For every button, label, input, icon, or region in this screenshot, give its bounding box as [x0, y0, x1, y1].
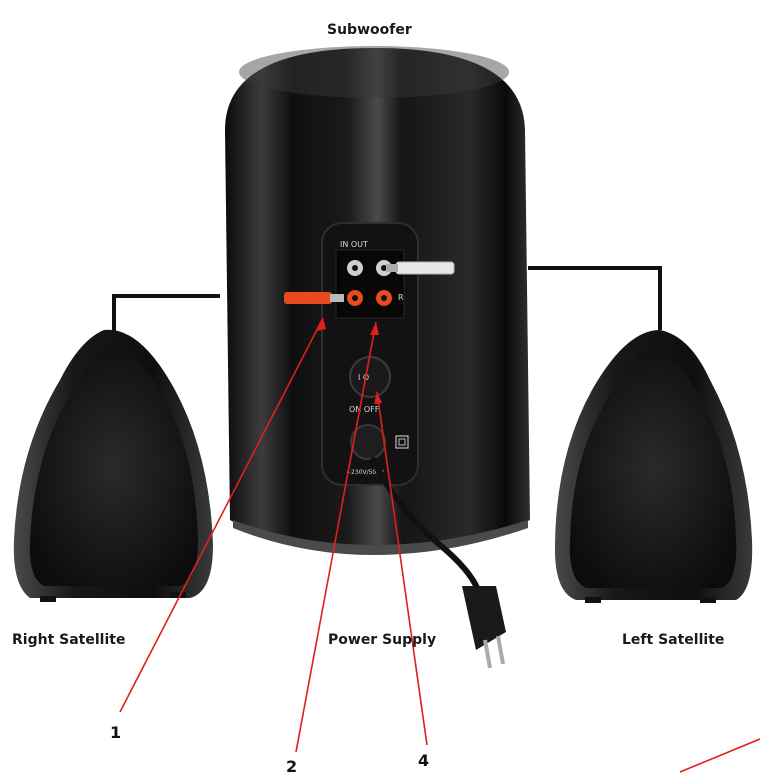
power-cable: [369, 456, 506, 669]
subwoofer-label: Subwoofer: [327, 22, 412, 38]
callout-number-1: 1: [110, 723, 122, 742]
subwoofer: IN OUT R I O ON OFF ~230V/50Hz: [225, 46, 530, 555]
callout-line-1: [119, 317, 324, 713]
callout-line-extra: [679, 738, 760, 773]
switch-label: ON OFF: [349, 405, 380, 414]
callout-number-4: 4: [418, 751, 430, 770]
callout-line-4: [376, 391, 428, 746]
rca-plug-red: [284, 292, 344, 304]
callout-lines: [119, 317, 760, 773]
callout-line-2: [295, 321, 377, 753]
power-socket: [350, 424, 386, 460]
left-satellite-label: Left Satellite: [622, 632, 725, 648]
panel-r-label: R: [398, 293, 404, 302]
right-satellite-speaker: [13, 329, 213, 602]
switch-symbol: I O: [358, 373, 369, 382]
power-supply-label: Power Supply: [328, 632, 437, 648]
right-satellite-label: Right Satellite: [12, 632, 126, 648]
left-satellite-speaker: [554, 330, 753, 603]
power-plug: [462, 586, 506, 650]
rca-plug-white: [386, 261, 455, 275]
satellite-cables: [112, 266, 662, 335]
callout-number-2: 2: [286, 757, 298, 776]
panel-in-out-label: IN OUT: [340, 240, 368, 249]
power-switch: [349, 356, 391, 398]
voltage-label: ~230V/50Hz: [346, 469, 384, 476]
